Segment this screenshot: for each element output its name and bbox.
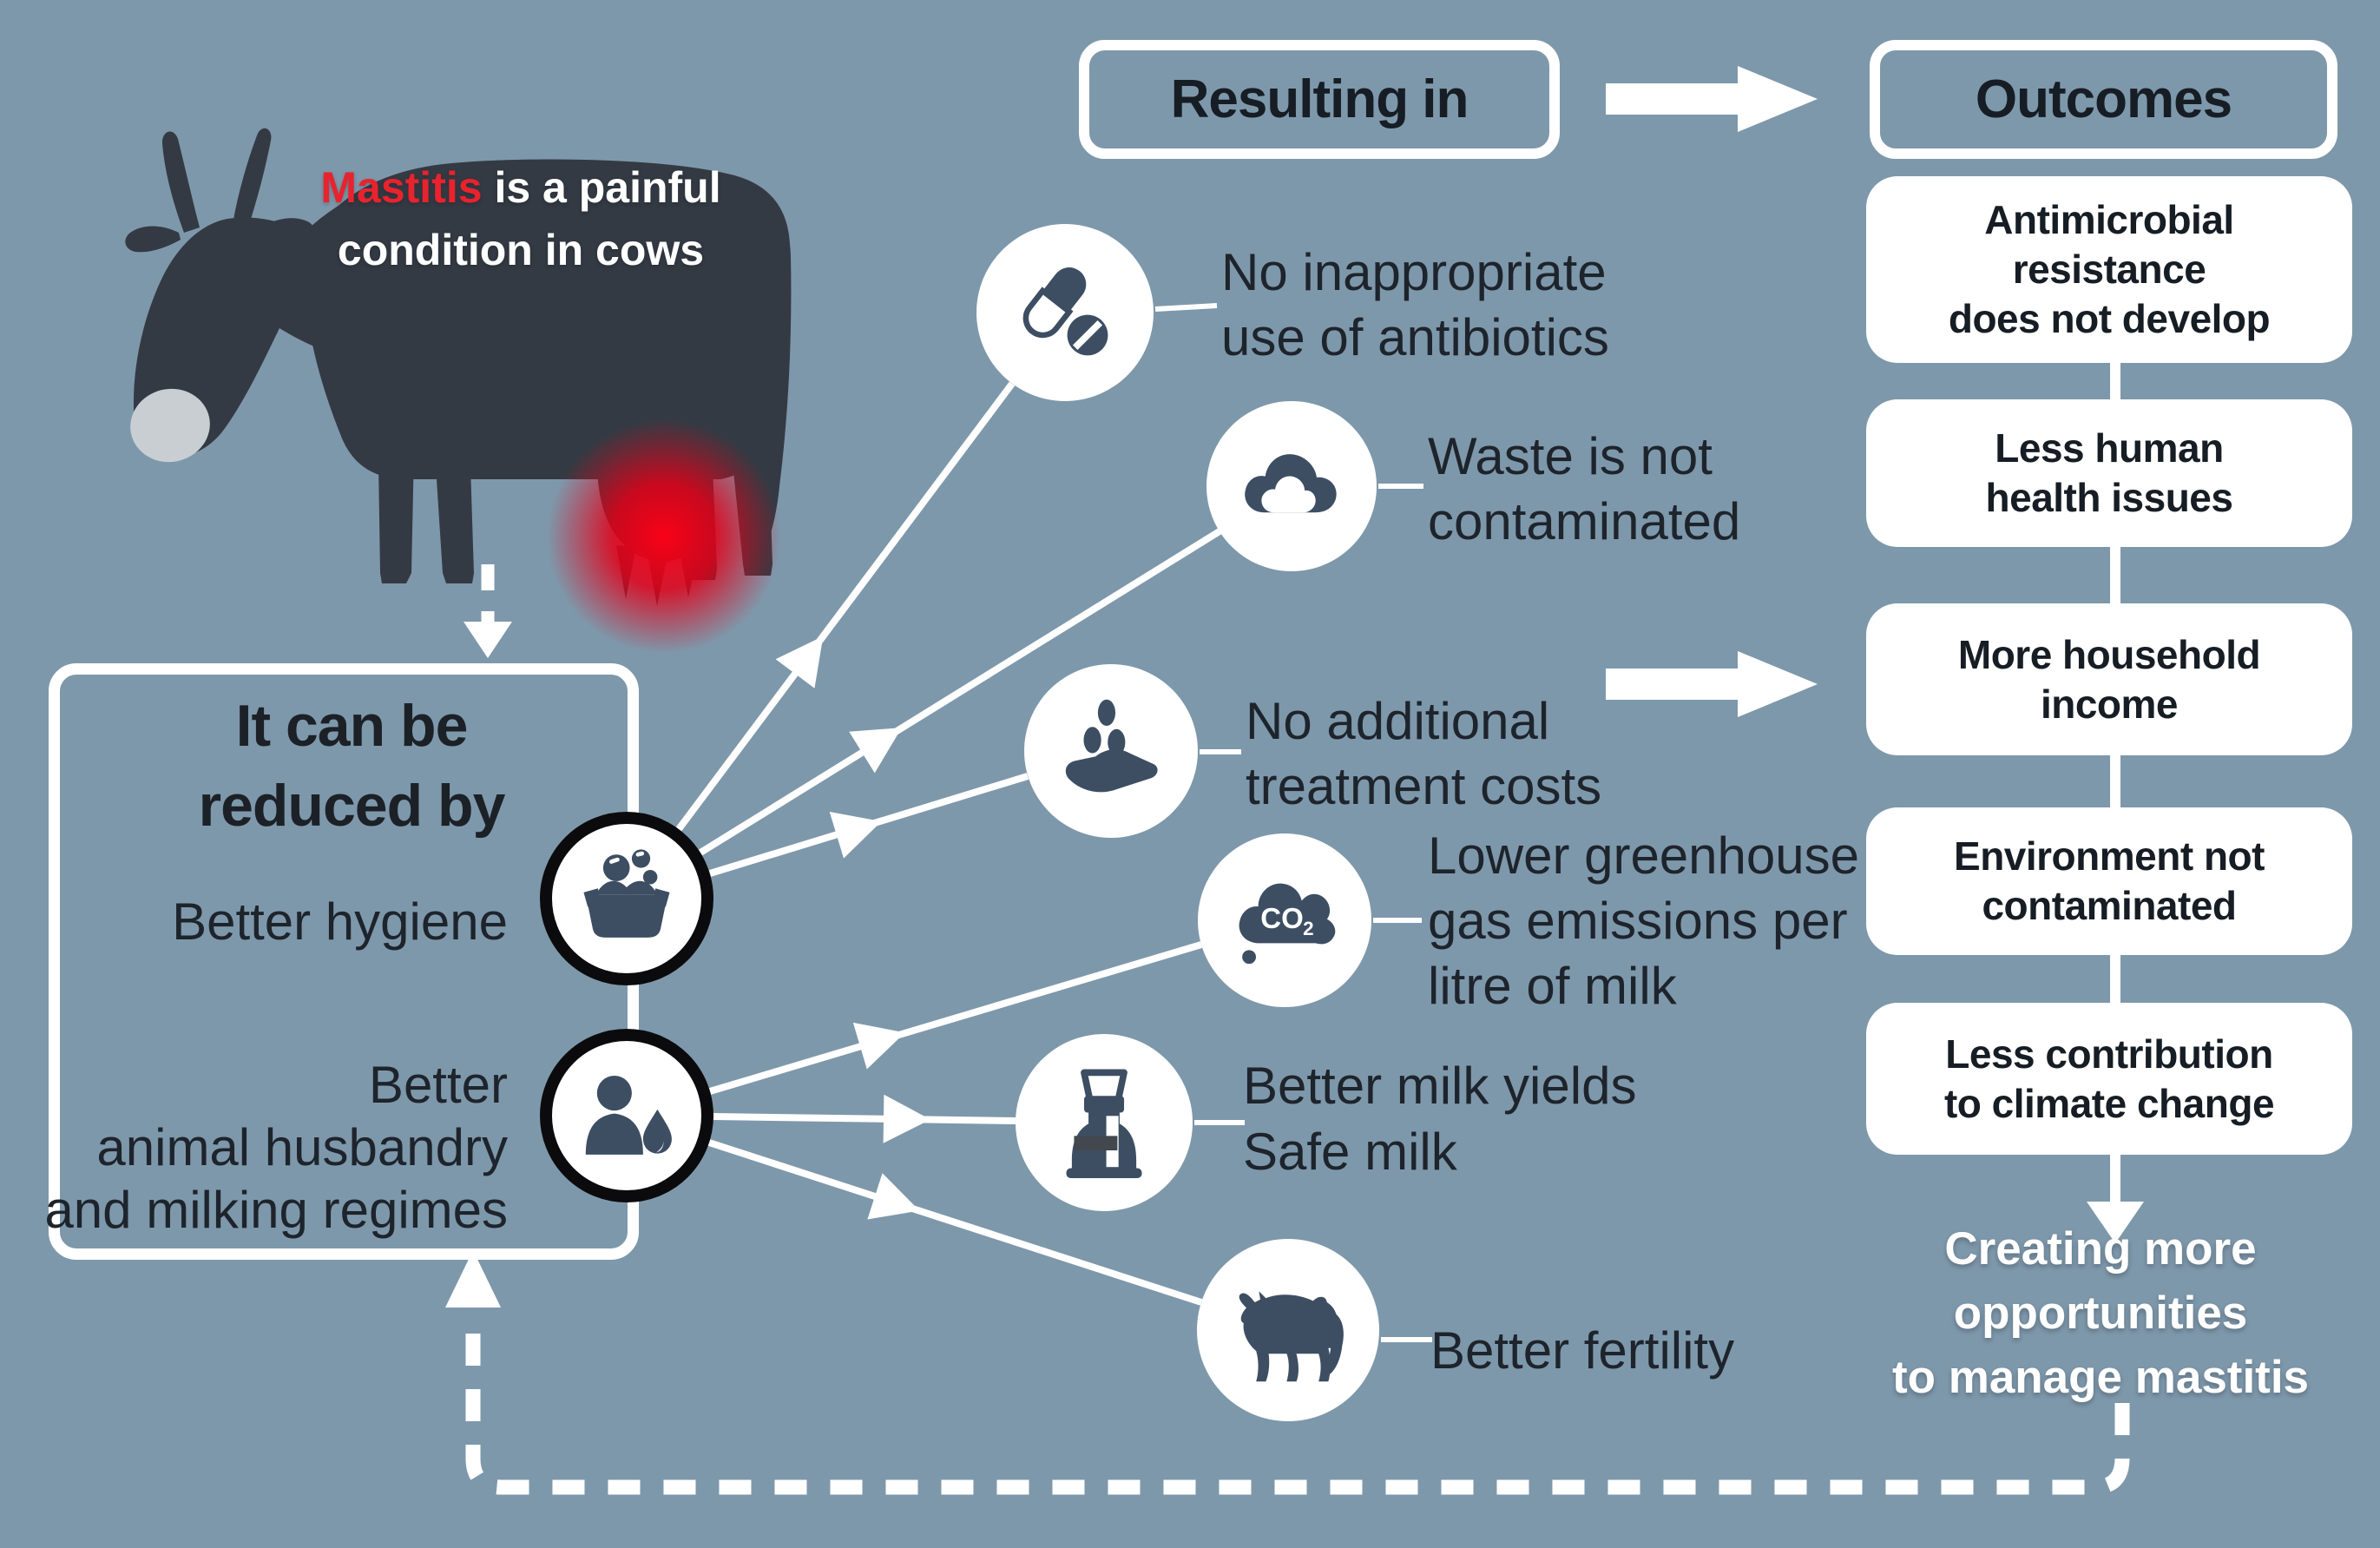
cloud-icon [1245,454,1337,513]
milk-yields-label: Better milk yields [1243,1057,1637,1115]
resulting-in-label: Resulting in [1170,69,1469,129]
label-stubs [1154,303,1432,1342]
outcomes-label: Outcomes [1975,69,2232,129]
cow-banner: Mastitis is a painful condition in cows [320,156,720,281]
person-droplet-icon [585,1075,672,1155]
emissions-node: CO 2 [1198,833,1371,1007]
mastitis-highlight: Mastitis [320,163,483,212]
arrow-costs-to-income [1606,651,1818,717]
cow-banner-line2: condition in cows [337,226,705,274]
husbandry-node [540,1029,713,1202]
arrow-resulting-to-outcomes [1606,66,1818,132]
outcome-box-amr: Antimicrobial resistance does not develo… [1866,176,2352,363]
resulting-in-box: Resulting in [1079,40,1560,159]
costs-label: No additional treatment costs [1246,692,1602,815]
outcome-box-income: More household income [1866,603,2352,755]
antibiotics-node [976,224,1154,401]
outcome-box-climate: Less contribution to climate change [1866,1003,2352,1155]
hand-coins-icon [1065,699,1158,793]
waste-node [1206,401,1377,571]
antibiotics-label: No inappropriate use of antibiotics [1221,243,1609,366]
arrow-cow-to-reduced [464,564,512,658]
fertility-label: Better fertility [1430,1321,1735,1380]
result-line-arrowheads [775,636,930,1220]
svg-text:2: 2 [1303,918,1313,939]
reduced-by-title: It can be reduced by [198,693,506,839]
feedback-loop [445,1250,2130,1495]
milk-node [1016,1034,1193,1211]
co2-label: CO [1260,902,1304,934]
better-hygiene-label: Better hygiene [172,893,508,951]
small-cow-icon [1239,1291,1344,1382]
hygiene-node [540,812,713,985]
cow-muzzle [130,388,210,463]
fertility-node [1197,1239,1379,1421]
safe-milk-label: Safe milk [1243,1123,1457,1181]
husbandry-label: Better animal husbandry and milking regi… [44,1056,508,1239]
milk-churn-icon [1066,1069,1142,1178]
costs-node [1024,664,1198,838]
arrow-outcomes-to-footer [2087,1149,2144,1243]
mastitis-glow [547,419,781,654]
co2-cloud-icon: CO 2 [1239,883,1336,965]
result-lines [675,381,1222,1306]
outcomes-box: Outcomes [1870,40,2337,159]
waste-label: Waste is not contaminated [1428,427,1741,550]
pill-icon [1022,267,1108,356]
outcome-box-environment: Environment not contaminated [1866,807,2352,955]
outcome-box-health: Less human health issues [1866,399,2352,547]
emissions-label: Lower greenhouse gas emissions per litre… [1428,827,1860,1015]
outcome-connectors [2110,358,2120,1008]
cow-banner-line1: Mastitis is a painful [320,163,721,212]
footer-note: Creating more opportunities to manage ma… [1891,1223,2310,1403]
wash-basin-icon [583,849,670,938]
